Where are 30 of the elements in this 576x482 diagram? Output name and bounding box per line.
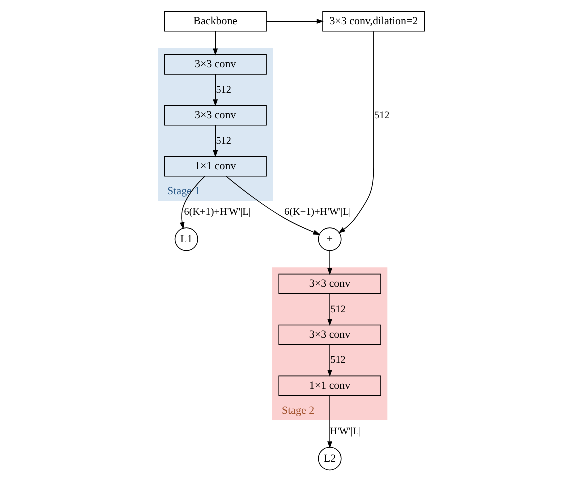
arrow — [212, 74, 218, 107]
node-box: 1×1 conv — [278, 376, 381, 396]
edge-label: 6(K+1)+H'W'|L| — [184, 207, 250, 218]
node-box: Backbone — [164, 11, 266, 32]
arrow — [338, 31, 374, 234]
edge-label: 512 — [374, 110, 390, 122]
node-box: 1×1 conv — [164, 156, 266, 177]
arrow — [327, 250, 332, 276]
edge-label: 6(K+1)+H'W'|L| — [284, 207, 351, 218]
arrow — [179, 176, 205, 230]
node-circle: + — [318, 228, 342, 252]
node-box: 3×3 conv — [278, 274, 381, 294]
edge-label: H'W'|L| — [330, 426, 361, 438]
node-box: 3×3 conv — [278, 324, 381, 346]
edge-label: 512 — [216, 84, 231, 96]
arrow — [327, 395, 332, 449]
arrow — [212, 125, 218, 158]
edge-label: 512 — [330, 304, 346, 316]
edge-label: 512 — [330, 355, 346, 366]
node-box: 3×3 conv — [164, 54, 266, 75]
edge-label: 512 — [216, 136, 231, 147]
arrow — [212, 30, 218, 56]
arrow — [266, 19, 324, 24]
arrow — [327, 294, 332, 326]
arrow — [327, 344, 332, 378]
arrow — [226, 176, 320, 236]
node-circle: L1 — [174, 228, 198, 252]
node-circle: L2 — [318, 447, 342, 471]
node-box: 3×3 conv,dilation=2 — [322, 11, 425, 32]
node-box: 3×3 conv — [164, 105, 266, 126]
